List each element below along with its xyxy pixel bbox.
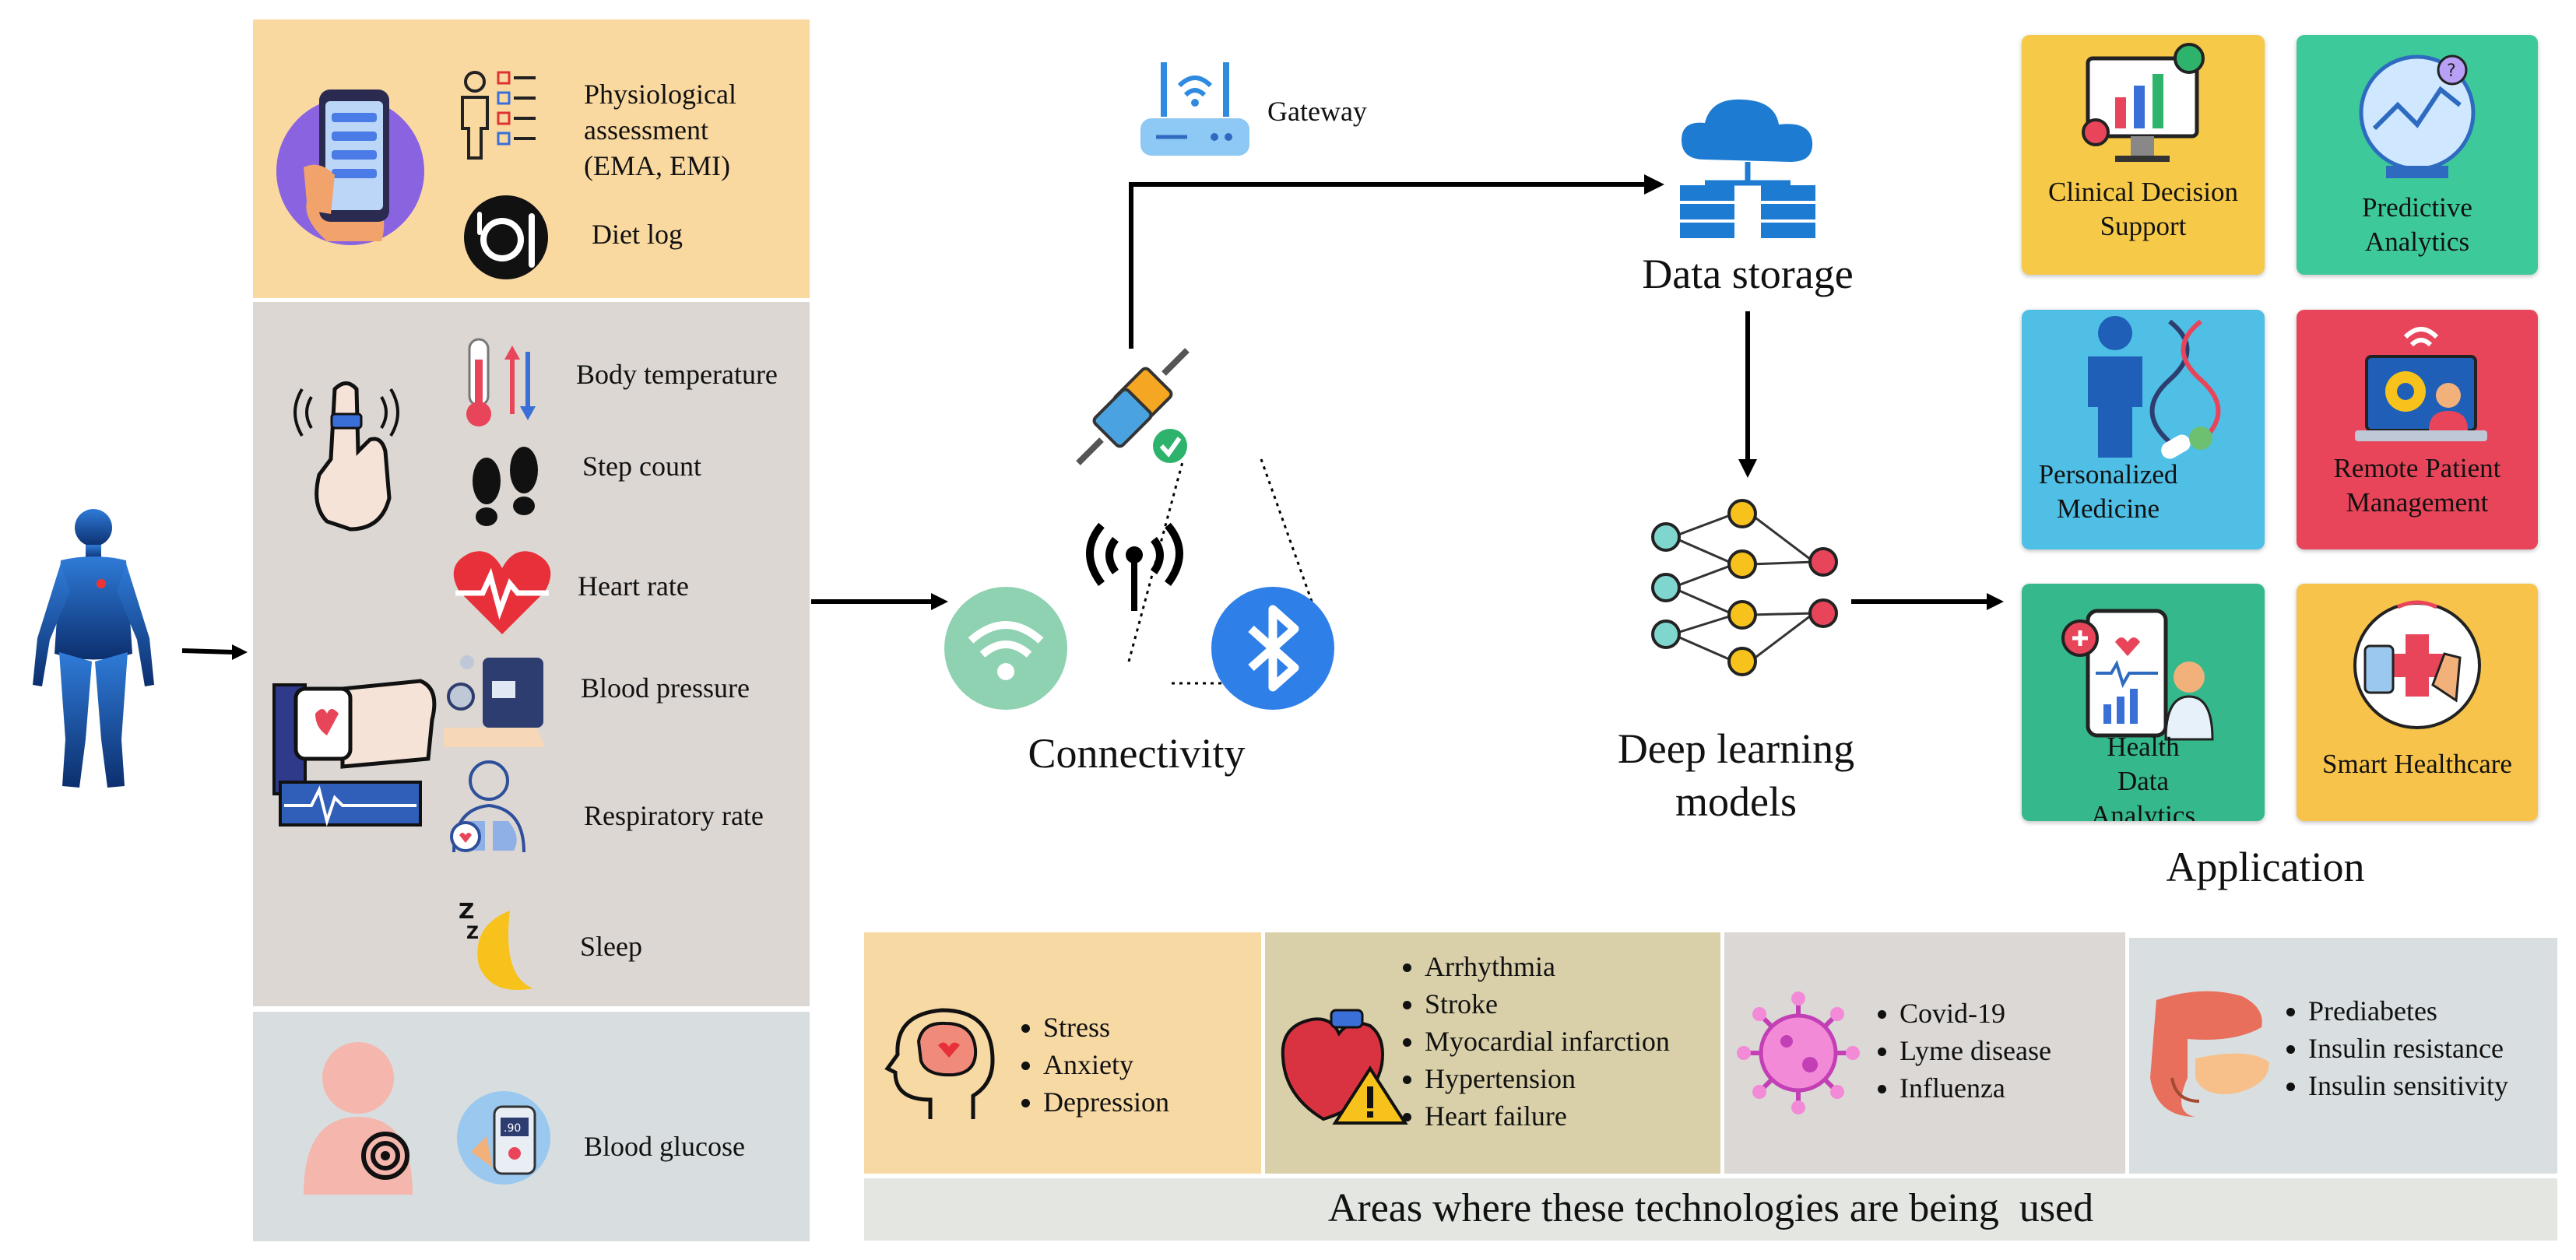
deep-learning-label: Deep learning models: [1617, 725, 1855, 825]
list-item: Anxiety: [1043, 1046, 1169, 1083]
list-item: Arrhythmia: [1425, 948, 1670, 985]
arrow-to-connectivity: [811, 593, 948, 610]
health-data-analytics-label: Health Data Analytics: [2090, 732, 2196, 821]
list-item: Influenza: [1899, 1069, 2051, 1107]
tile-predictive-analytics: ? Predictive Analytics: [2297, 35, 2538, 275]
areas-caption-box: Areas where these technologies are being…: [864, 1178, 2557, 1241]
list-item: Hypertension: [1425, 1060, 1670, 1097]
connectivity-label: Connectivity: [1028, 730, 1246, 777]
application-label: Application: [2166, 844, 2365, 890]
neural-network-icon: [1651, 499, 1838, 676]
clinical-monitor-icon: [2082, 43, 2205, 162]
cloud-storage-icon: [1680, 99, 1815, 238]
pancreas-icon: [2150, 991, 2269, 1117]
brain-head-icon: [884, 1008, 995, 1119]
sleep-moon-icon: Z Z: [459, 898, 533, 990]
area-mental-health: Stress Anxiety Depression: [864, 932, 1261, 1174]
sleep-label: Sleep: [580, 931, 642, 962]
health-analytics-icon: [2061, 609, 2214, 741]
arrow-to-inputs: [181, 644, 248, 660]
blood-pressure-label: Blood pressure: [581, 672, 750, 704]
svg-text:.90: .90: [504, 1122, 521, 1135]
tile-personalized-medicine: Personalized Medicine: [2022, 310, 2265, 549]
smart-ring-icon: [293, 381, 399, 532]
glucose-meter-icon: .90: [457, 1091, 550, 1185]
tile-clinical-decision-support: Clinical Decision Support: [2022, 35, 2265, 275]
mental-health-list: Stress Anxiety Depression: [1012, 1009, 1169, 1121]
footprints-icon: [473, 447, 538, 526]
body-sensor-icon: [304, 1042, 413, 1195]
list-item: Lyme disease: [1899, 1032, 2051, 1069]
diet-log-icon: [464, 195, 548, 279]
area-cardiovascular: Arrhythmia Stroke Myocardial infarction …: [1265, 932, 1720, 1174]
cardiovascular-list: Arrhythmia Stroke Myocardial infarction …: [1393, 948, 1670, 1135]
personalized-medicine-label: Personalized Medicine: [2038, 459, 2178, 524]
plug-connector-icon: [1076, 348, 1190, 465]
remote-patient-management-label: Remote Patient Management: [2333, 453, 2501, 518]
respiratory-icon: [450, 760, 525, 853]
bluetooth-icon: [1211, 587, 1334, 710]
smart-healthcare-label: Smart Healthcare: [2322, 749, 2512, 779]
svg-text:?: ?: [2447, 61, 2456, 81]
physiological-assessment-label: Physiological assessment (EMA, EMI): [584, 79, 736, 181]
body-temperature-label: Body temperature: [576, 359, 778, 390]
metabolic-list: Prediabetes Insulin resistance Insulin s…: [2277, 992, 2508, 1104]
diet-log-label: Diet log: [592, 219, 683, 250]
areas-caption: Areas where these technologies are being…: [1327, 1186, 2094, 1230]
svg-text:Z: Z: [466, 924, 479, 943]
blood-glucose-label: Blood glucose: [584, 1131, 745, 1162]
crystal-ball-chart-icon: ?: [2359, 54, 2476, 178]
data-storage-label: Data storage: [1642, 251, 1854, 297]
blood-pressure-icon: [444, 655, 545, 747]
list-item: Myocardial infarction: [1425, 1023, 1670, 1060]
arrow-to-deep-learning: [1738, 311, 1757, 478]
wifi-router-icon: [1140, 62, 1249, 156]
step-count-label: Step count: [582, 451, 701, 482]
list-item: Prediabetes: [2308, 992, 2508, 1030]
infectious-disease-list: Covid-19 Lyme disease Influenza: [1868, 995, 2051, 1107]
area-infectious-disease: Covid-19 Lyme disease Influenza: [1724, 932, 2125, 1174]
tile-smart-healthcare: Smart Healthcare: [2297, 584, 2538, 821]
virus-icon: [1737, 992, 1860, 1114]
tile-remote-patient-management: Remote Patient Management: [2297, 310, 2538, 549]
svg-text:Z: Z: [459, 898, 474, 924]
list-item: Depression: [1043, 1083, 1169, 1121]
clinical-decision-support-label: Clinical Decision Support: [2048, 177, 2238, 241]
predictive-analytics-label: Predictive Analytics: [2362, 192, 2472, 257]
smartphone-app-icon: [276, 89, 424, 245]
heart-rate-icon: [453, 551, 551, 634]
heart-rate-label: Heart rate: [578, 570, 689, 602]
list-item: Stress: [1043, 1009, 1169, 1046]
list-item: Insulin sensitivity: [2308, 1067, 2508, 1104]
smartwatch-icon: [272, 679, 437, 827]
antenna-signal-icon: [1086, 522, 1183, 611]
human-body-icon: [33, 509, 154, 788]
list-item: Covid-19: [1899, 995, 2051, 1032]
list-item: Insulin resistance: [2308, 1030, 2508, 1067]
respiratory-rate-label: Respiratory rate: [584, 800, 764, 831]
arrow-to-application: [1851, 593, 2004, 610]
tile-health-data-analytics: Health Data Analytics: [2022, 584, 2265, 821]
checklist-icon: [461, 71, 536, 160]
smart-healthcare-icon: [2353, 600, 2481, 729]
gateway-label: Gateway: [1267, 96, 1367, 127]
list-item: Heart failure: [1425, 1097, 1670, 1135]
heart-warning-icon: [1281, 1009, 1408, 1125]
remote-care-laptop-icon: [2355, 327, 2487, 441]
list-item: Stroke: [1425, 985, 1670, 1023]
person-dna-icon: [2088, 316, 2221, 459]
area-metabolic: Prediabetes Insulin resistance Insulin s…: [2129, 938, 2557, 1174]
thermometer-icon: [466, 338, 536, 426]
wifi-icon: [944, 587, 1067, 710]
